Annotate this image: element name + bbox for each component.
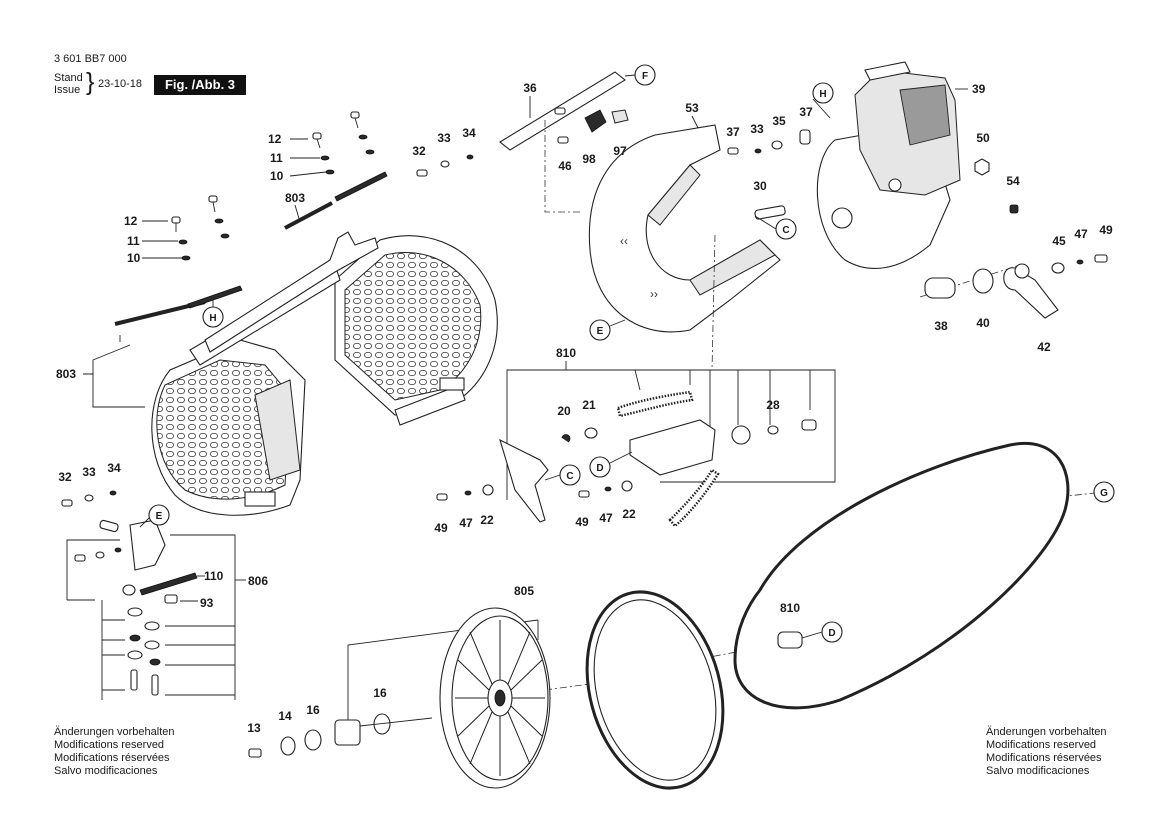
figure-badge: Fig. /Abb. 3: [154, 75, 246, 95]
note-line: Modifications reserved: [54, 739, 165, 751]
part-label-45: 45: [1052, 234, 1066, 248]
part-label-806: 806: [248, 574, 268, 588]
stand-label: Stand: [54, 72, 83, 84]
part-label-46: 46: [558, 159, 572, 173]
ref-marker-C-1: C: [782, 225, 789, 236]
note-line: Änderungen vorbehalten: [986, 726, 1107, 738]
leader-lines-left: [83, 138, 327, 408]
ref-marker-H-1: H: [819, 89, 826, 100]
note-line: Salvo modificaciones: [986, 765, 1090, 777]
part-label-53: 53: [685, 101, 699, 115]
stand-issue-label: Stand Issue: [54, 72, 83, 96]
bracket-lines-806: [66, 534, 246, 700]
blade-guard-housing: [151, 231, 498, 516]
note-line: Modifications réservées: [986, 752, 1102, 764]
part-label-42: 42: [1037, 340, 1051, 354]
part-label-110: 110: [204, 569, 224, 583]
motor-housing: [816, 61, 961, 269]
part-label-98: 98: [582, 152, 596, 166]
ref-leaders: [139, 74, 831, 639]
part-label-16b: 16: [373, 686, 387, 700]
part-label-50: 50: [976, 131, 990, 145]
ref-marker-F: F: [642, 71, 648, 82]
bracket-tick-lines: [634, 369, 811, 430]
part-label-803b: 803: [56, 367, 76, 381]
part-label-12b: 12: [124, 214, 138, 228]
part-label-10b: 10: [127, 251, 141, 265]
part-label-21: 21: [582, 398, 596, 412]
part-label-93: 93: [200, 596, 214, 610]
part-label-810b: 810: [780, 601, 800, 615]
part-label-805: 805: [514, 584, 534, 598]
ref-marker-C-2: C: [566, 471, 573, 482]
part-label-97: 97: [613, 144, 627, 158]
part-label-34a: 34: [462, 126, 476, 140]
modifications-note-right: Änderungen vorbehalten Modifications res…: [986, 726, 1106, 778]
screw-stack-left: [171, 111, 375, 261]
svg-text:››: ››: [650, 287, 658, 301]
ref-marker-E-1: E: [597, 326, 604, 337]
part-label-37a: 37: [726, 125, 740, 139]
part-label-16a: 16: [306, 703, 320, 717]
part-label-12a: 12: [268, 132, 282, 146]
part-label-10a: 10: [270, 169, 284, 183]
note-line: Modifications réservées: [54, 752, 170, 764]
part-label-49c: 49: [575, 515, 589, 529]
wheel-tire: [585, 590, 725, 790]
ref-marker-G: G: [1100, 488, 1108, 499]
ref-markers: F H H C C D D E E G: [148, 64, 1115, 643]
part-label-47b: 47: [459, 516, 473, 530]
issue-label: Issue: [54, 84, 81, 96]
part-label-36: 36: [523, 81, 537, 95]
svg-text:‹‹: ‹‹: [620, 234, 628, 248]
drive-wheel: [439, 607, 551, 789]
part-label-47a: 47: [1074, 227, 1088, 241]
ref-marker-D-1: D: [596, 463, 603, 474]
part-label-49a: 49: [1099, 223, 1113, 237]
part-label-22b: 22: [622, 507, 636, 521]
part-label-11a: 11: [270, 151, 283, 165]
part-label-803a: 803: [285, 191, 305, 205]
part-label-33a: 33: [750, 122, 764, 136]
issue-date: 23-10-18: [98, 78, 143, 90]
part-label-32a: 32: [412, 144, 426, 158]
part-label-37b: 37: [799, 105, 813, 119]
ref-marker-E-2: E: [156, 511, 163, 522]
ref-marker-D-2: D: [828, 628, 835, 639]
brace-glyph: }: [86, 68, 95, 96]
part-label-22a: 22: [480, 513, 494, 527]
note-line: Änderungen vorbehalten: [54, 726, 175, 738]
part-label-28: 28: [766, 398, 780, 412]
part-label-34b: 34: [107, 461, 121, 475]
part-label-54: 54: [1006, 174, 1020, 188]
part-label-20: 20: [557, 404, 571, 418]
part-label-810a: 810: [556, 346, 576, 360]
ref-marker-H-2: H: [209, 313, 216, 324]
part-label-33b: 33: [437, 131, 451, 145]
saw-band-loop: [733, 442, 1070, 710]
part-label-11b: 11: [127, 234, 140, 248]
part-label-35: 35: [772, 114, 786, 128]
roller-bearing-stack: [127, 607, 161, 696]
part-label-39: 39: [972, 82, 986, 96]
upper-cover: [588, 124, 781, 333]
lower-bracket: [129, 519, 166, 571]
document-number: 3 601 BB7 000: [54, 53, 127, 65]
part-label-40: 40: [976, 316, 990, 330]
part-label-49b: 49: [434, 521, 448, 535]
part-label-13: 13: [247, 721, 261, 735]
note-line: Modifications reserved: [986, 739, 1097, 751]
part-label-32b: 32: [58, 470, 72, 484]
part-label-14: 14: [278, 709, 292, 723]
part-label-30: 30: [753, 179, 767, 193]
part-label-38: 38: [934, 319, 948, 333]
note-line: Salvo modificaciones: [54, 765, 158, 777]
modifications-note-left: Änderungen vorbehalten Modifications res…: [54, 726, 174, 778]
part-label-33c: 33: [82, 465, 96, 479]
part-labels: 36 53 39 37 33 35 37 50 54 30 45 47 49 3…: [56, 81, 1113, 735]
part-label-47c: 47: [599, 511, 613, 525]
